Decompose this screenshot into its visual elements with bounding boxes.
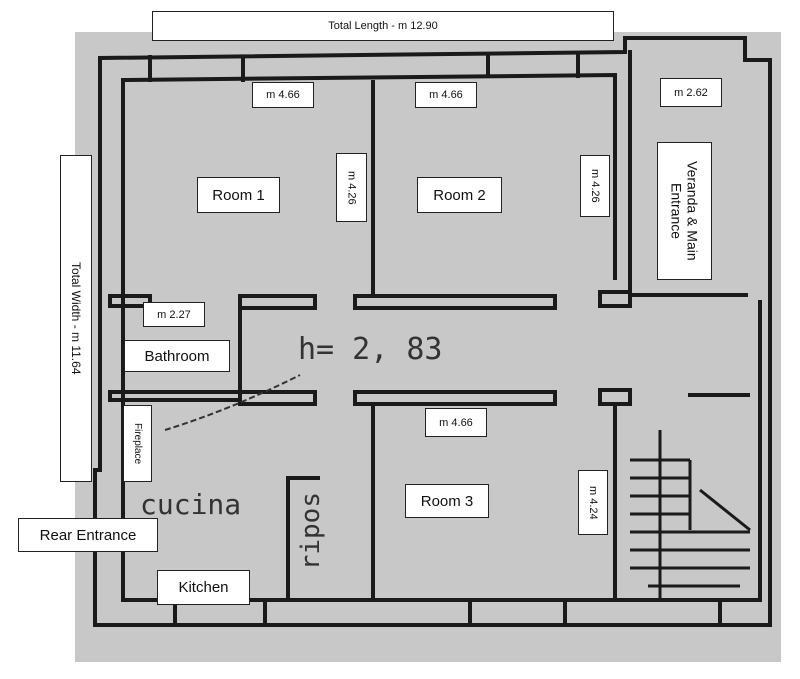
- rear-entrance-label: Rear Entrance: [18, 518, 158, 552]
- walls: [93, 36, 772, 627]
- room1-label: Room 1: [197, 177, 280, 213]
- room3-depth-label: m 4.24: [578, 470, 608, 535]
- room2-depth-label: m 4.26: [580, 155, 610, 217]
- room3-label: Room 3: [405, 484, 489, 518]
- ripos-text: ripos: [296, 492, 326, 571]
- veranda-dimension-label: m 2.62: [660, 78, 722, 107]
- room3-width-label: m 4.66: [425, 408, 487, 437]
- room1-width-label: m 4.66: [252, 82, 314, 108]
- door-swing-arc: [164, 374, 301, 431]
- total-width-label: Total Width - m 11.64: [60, 155, 92, 482]
- room2-label: Room 2: [417, 177, 502, 213]
- total-length-label: Total Length - m 12.90: [152, 11, 614, 41]
- staircase: [630, 430, 751, 600]
- room1-depth-label: m 4.26: [336, 153, 367, 222]
- ceiling-height-note: h= 2, 83: [298, 332, 443, 367]
- wall-corridor-bottom: [353, 390, 557, 406]
- veranda-label: Veranda & Main Entrance: [657, 142, 712, 280]
- outer-wall: [93, 36, 772, 627]
- cucina-text: cucina: [140, 488, 242, 521]
- wall-corridor-top: [353, 294, 557, 310]
- room2-width-label: m 4.66: [415, 82, 477, 108]
- bathroom-dimension-label: m 2.27: [143, 302, 205, 327]
- bathroom-label: Bathroom: [124, 340, 230, 372]
- fireplace-label: Fireplace: [123, 405, 152, 482]
- kitchen-label: Kitchen: [157, 570, 250, 605]
